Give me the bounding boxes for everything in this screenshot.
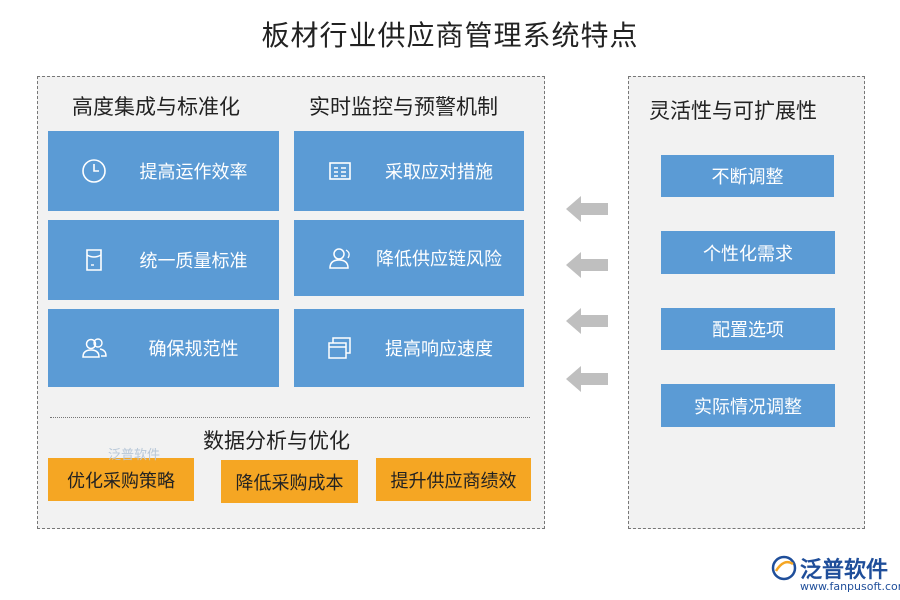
left-arrow-icon (566, 252, 608, 278)
left-arrow-icon (566, 366, 608, 392)
card-efficiency: 提高运作效率 (48, 131, 279, 211)
windows-icon (328, 337, 351, 359)
card-label: 统一质量标准 (139, 251, 248, 272)
card-quality: 统一质量标准 (48, 220, 279, 300)
left-arrow-icon (566, 308, 608, 334)
column-title-integration: 高度集成与标准化 (72, 95, 240, 119)
card-label: 提高响应速度 (385, 339, 493, 360)
column-title-flexibility: 灵活性与可扩展性 (649, 99, 817, 123)
users-icon (82, 338, 107, 358)
card-countermeasures: 采取应对措施 (294, 131, 524, 211)
left-arrow-icon (566, 196, 608, 222)
divider-line (50, 417, 530, 418)
right-panel: 灵活性与可扩展性 不断调整 个性化需求 配置选项 实际情况调整 (628, 76, 865, 529)
left-panel: 高度集成与标准化 实时监控与预警机制 提高运作效率 统一质量标准 确保规范性 (37, 76, 545, 529)
box-personalized-needs: 个性化需求 (661, 231, 835, 274)
card-response: 提高响应速度 (294, 309, 524, 387)
card-label: 确保规范性 (148, 339, 239, 360)
form-icon (329, 162, 351, 180)
box-config-options: 配置选项 (661, 308, 835, 350)
card-standard: 确保规范性 (48, 309, 279, 387)
box-optimize-strategy: 优化采购策略 (48, 458, 194, 501)
box-improve-performance: 提升供应商绩效 (376, 458, 531, 501)
logo-name: 泛普软件 (800, 558, 889, 583)
bottom-title: 数据分析与优化 (203, 429, 350, 453)
document-icon (86, 249, 102, 271)
user-icon (329, 248, 350, 269)
card-label: 提高运作效率 (139, 162, 248, 183)
watermark-small: 泛普软件 (108, 448, 161, 463)
box-reduce-cost: 降低采购成本 (221, 460, 358, 503)
card-label: 降低供应链风险 (376, 249, 502, 270)
box-actual-adjust: 实际情况调整 (661, 384, 835, 427)
box-continuous-adjust: 不断调整 (661, 155, 834, 197)
brand-logo: 泛普软件 www.fanpusoft.com (770, 552, 900, 598)
column-title-monitoring: 实时监控与预警机制 (309, 95, 498, 119)
page-title: 板材行业供应商管理系统特点 (261, 19, 639, 52)
logo-url: www.fanpusoft.com (800, 580, 900, 593)
card-label: 采取应对措施 (385, 162, 493, 183)
card-risk: 降低供应链风险 (294, 220, 524, 296)
logo-icon (771, 555, 797, 581)
clock-icon (82, 159, 106, 183)
